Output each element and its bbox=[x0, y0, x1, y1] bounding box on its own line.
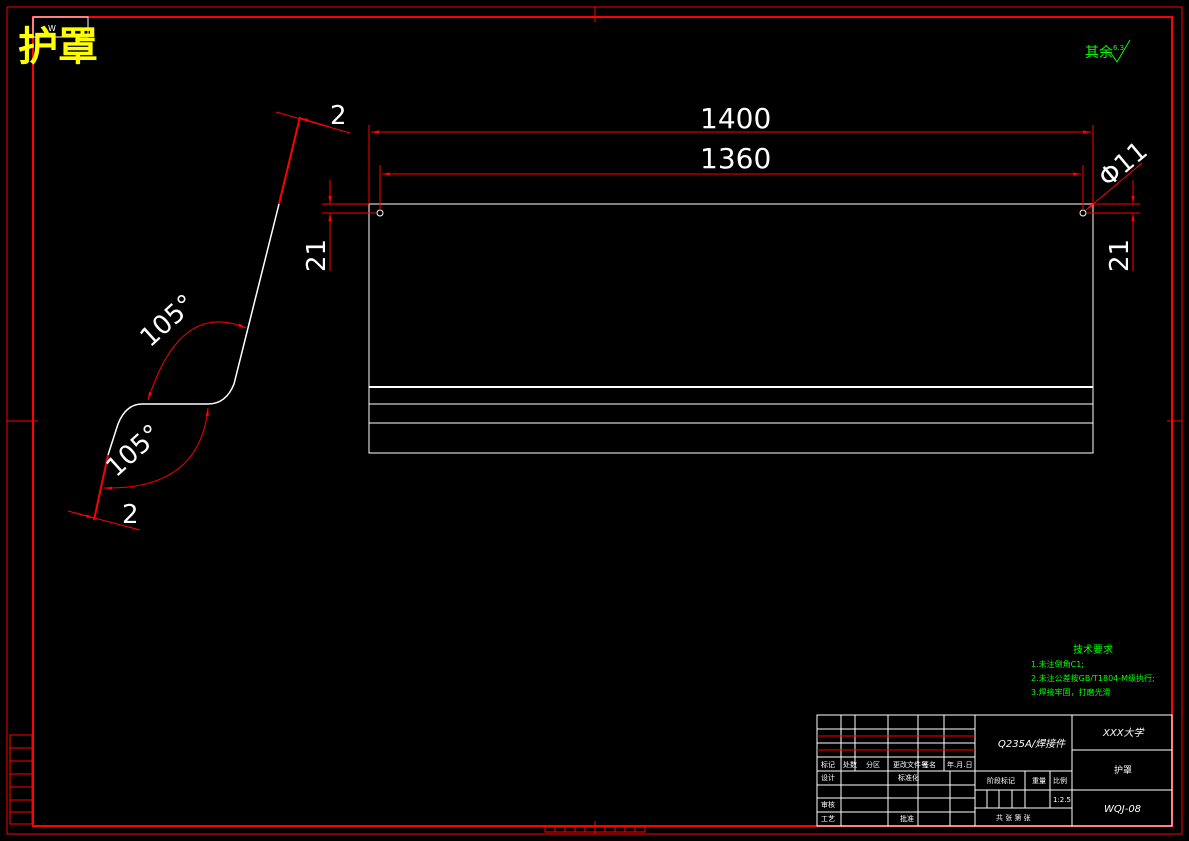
dim-21-left bbox=[322, 180, 376, 271]
material-label: Q235A/焊接件 bbox=[998, 738, 1066, 750]
tb-process: 工艺 bbox=[821, 815, 835, 823]
bottom-scale-bar bbox=[544, 826, 646, 833]
tech-req-item-1: 1.未注倒角C1; bbox=[1031, 659, 1084, 669]
dim-1400-label: 1400 bbox=[700, 102, 771, 135]
archive-strip bbox=[9, 734, 33, 825]
hole-leader bbox=[1085, 162, 1143, 211]
title-block bbox=[816, 714, 1173, 827]
tb-header-date: 年.月.日 bbox=[947, 760, 972, 769]
dim-1360 bbox=[379, 165, 1084, 210]
tb-ratio: 比例 bbox=[1053, 776, 1067, 785]
title-tab-label: W bbox=[48, 24, 56, 33]
tb-header-sign: 签名 bbox=[922, 760, 936, 769]
tb-standardize: 标准化 bbox=[898, 773, 919, 782]
dim-thickness-top bbox=[275, 111, 351, 134]
tech-req-item-3: 3.焊接牢固，打磨光滑 bbox=[1031, 687, 1111, 697]
tech-req-heading: 技术要求 bbox=[1073, 643, 1113, 656]
dim-21-right-label: 21 bbox=[1105, 239, 1135, 272]
shield-outline bbox=[368, 203, 1094, 454]
mount-hole-left bbox=[376, 209, 384, 217]
roughness-symbol bbox=[1109, 39, 1131, 63]
tb-stage: 阶段标记 bbox=[987, 776, 1015, 785]
drawing-title: 护罩 bbox=[18, 24, 98, 70]
part-name-label: 护罩 bbox=[1114, 764, 1132, 776]
dim-1360-label: 1360 bbox=[700, 142, 771, 175]
dim-thickness-top-label: 2 bbox=[330, 101, 347, 131]
roughness-note: 其余 bbox=[1085, 44, 1113, 61]
tb-header-count: 处数 bbox=[843, 760, 857, 769]
hole-diameter-label: Φ11 bbox=[1093, 136, 1153, 193]
front-view bbox=[368, 203, 1094, 454]
school-label: XXX大学 bbox=[1102, 727, 1145, 739]
tb-sheets: 共 张 第 张 bbox=[996, 813, 1031, 822]
tb-approve: 批准 bbox=[900, 814, 914, 823]
angle-top-label: 105° bbox=[135, 289, 202, 353]
dim-thickness-bottom-label: 2 bbox=[122, 500, 139, 530]
tech-req-item-2: 2.未注公差按GB/T1804-M级执行; bbox=[1031, 673, 1155, 683]
drawing-number: WQJ-08 bbox=[1104, 804, 1141, 815]
tb-header-mark: 标记 bbox=[821, 760, 835, 769]
tb-weight: 重量 bbox=[1032, 777, 1046, 785]
title-tab bbox=[32, 16, 89, 38]
dim-21-left-label: 21 bbox=[302, 239, 332, 272]
centering-marks bbox=[7, 7, 1182, 834]
outer-border bbox=[6, 6, 1183, 835]
tb-design: 设计 bbox=[821, 773, 835, 782]
tb-header-zone: 分区 bbox=[866, 760, 880, 769]
tb-header-change: 更改文件号 bbox=[893, 760, 928, 769]
dim-21-right bbox=[1087, 180, 1140, 271]
angle-bottom-label: 105° bbox=[101, 419, 168, 483]
tb-review: 审核 bbox=[821, 800, 835, 809]
angle-arc-bottom bbox=[103, 407, 209, 490]
dim-thickness-bottom bbox=[67, 510, 141, 531]
title-block-red-lines bbox=[817, 735, 975, 751]
angle-arc-top bbox=[147, 321, 247, 401]
roughness-value: 6.3 bbox=[1113, 44, 1124, 52]
tb-scale: 1:2.5 bbox=[1053, 796, 1071, 804]
inner-border bbox=[32, 16, 1173, 827]
dim-1400 bbox=[368, 125, 1094, 204]
mount-hole-right bbox=[1079, 209, 1087, 217]
